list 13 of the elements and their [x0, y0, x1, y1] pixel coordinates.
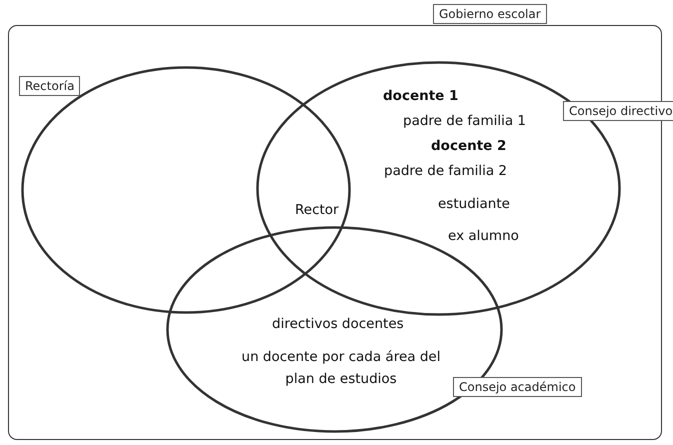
member-label: estudiante	[438, 196, 510, 212]
member-label: docente 1	[383, 88, 458, 104]
member-label: padre de familia 1	[403, 113, 526, 129]
set-label: Consejo académico	[453, 377, 582, 397]
set-label: Rectoría	[19, 76, 80, 96]
member-label: ex alumno	[448, 228, 519, 244]
member-label: un docente por cada área del plan de estudios	[241, 348, 441, 389]
member-label: Rector	[295, 202, 339, 218]
set-label: Gobierno escolar	[433, 4, 547, 24]
member-label: docente 2	[431, 138, 506, 154]
member-label: padre de familia 2	[384, 163, 508, 179]
member-label: directivos docentes	[272, 316, 404, 332]
set-label: Consejo directivo	[563, 101, 673, 121]
